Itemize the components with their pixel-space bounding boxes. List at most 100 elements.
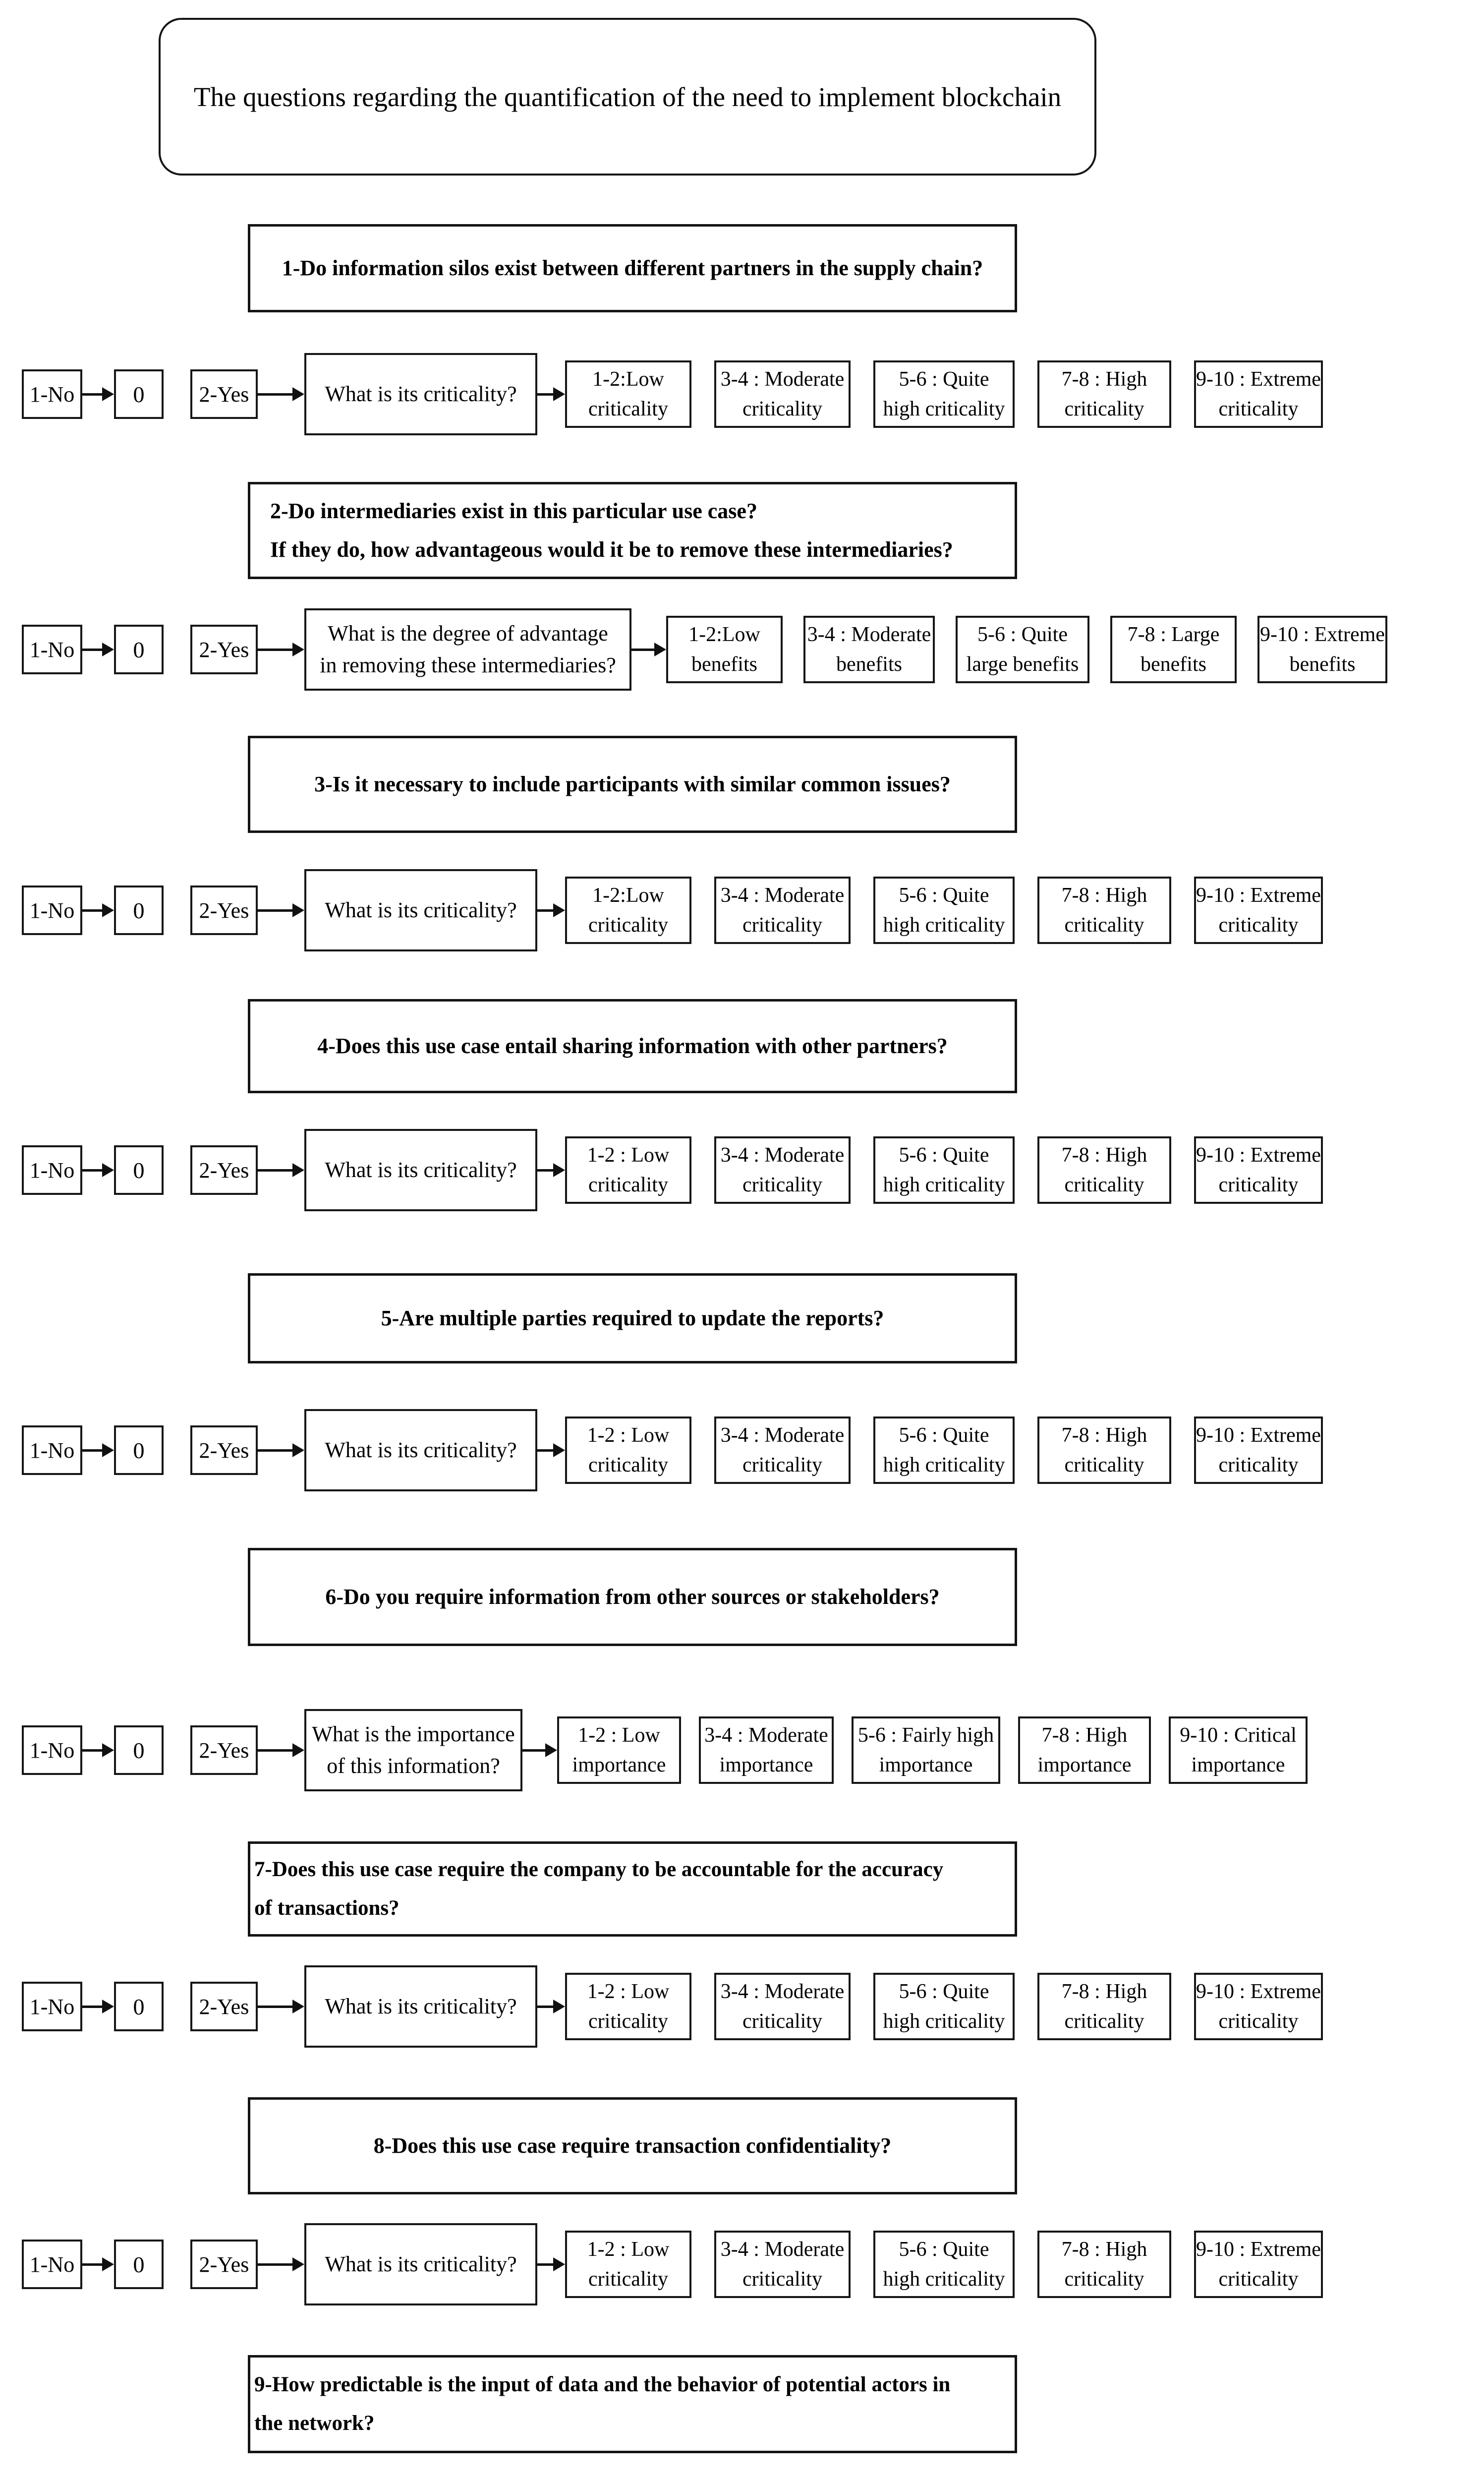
flow-row-4: 1-No 0 2-Yes What is its criticality? 1-… <box>22 1128 1323 1212</box>
rating-scale: 1-2:Low criticality 3-4 : Moderate criti… <box>565 877 1323 944</box>
flow-arrow-icon <box>258 1742 304 1758</box>
flow-arrow-icon <box>537 1162 565 1178</box>
rating-box: 7-8 : High criticality <box>1037 1973 1171 2040</box>
question-box-9: 9-How predictable is the input of data a… <box>248 2355 1017 2453</box>
rating-box: 9-10 : Extreme benefits <box>1257 616 1387 683</box>
rating-box: 9-10 : Extreme criticality <box>1194 360 1323 428</box>
rating-box: 5-6 : Quite high criticality <box>873 1417 1015 1484</box>
rating-box: 7-8 : High criticality <box>1037 1417 1171 1484</box>
rating-box: 9-10 : Extreme criticality <box>1194 2231 1323 2298</box>
rating-scale: 1-2:Low criticality 3-4 : Moderate criti… <box>565 360 1323 428</box>
rating-box: 9-10 : Extreme criticality <box>1194 1136 1323 1204</box>
rating-box: 5-6 : Quite large benefits <box>956 616 1089 683</box>
rating-scale: 1-2 : Low criticality 3-4 : Moderate cri… <box>565 1417 1323 1484</box>
rating-box: 5-6 : Quite high criticality <box>873 360 1015 428</box>
criticality-prompt-box: What is its criticality? <box>304 2223 537 2305</box>
flow-arrow-icon <box>82 1742 114 1758</box>
flow-row-1: 1-No 0 2-Yes What is its criticality? 1-… <box>22 352 1323 436</box>
no-option-box: 1-No <box>22 2240 82 2289</box>
criticality-prompt-box: What is its criticality? <box>304 1129 537 1211</box>
question-box-3: 3-Is it necessary to include participant… <box>248 736 1017 833</box>
rating-scale: 1-2 : Low criticality 3-4 : Moderate cri… <box>565 1136 1323 1204</box>
flow-arrow-icon <box>82 902 114 918</box>
flow-arrow-icon <box>82 1999 114 2014</box>
zero-value-box: 0 <box>114 1145 164 1195</box>
rating-box: 1-2 : Low criticality <box>565 1136 691 1204</box>
criticality-prompt-box: What is its criticality? <box>304 1965 537 2048</box>
rating-box: 7-8 : High criticality <box>1037 877 1171 944</box>
rating-box: 9-10 : Extreme criticality <box>1194 877 1323 944</box>
advantage-prompt-box: What is the degree of advantage in remov… <box>304 608 631 691</box>
rating-box: 7-8 : High criticality <box>1037 2231 1171 2298</box>
zero-value-box: 0 <box>114 369 164 419</box>
rating-box: 1-2:Low benefits <box>666 616 783 683</box>
rating-box: 1-2 : Low importance <box>557 1716 681 1784</box>
flow-arrow-icon <box>82 1442 114 1458</box>
importance-prompt-box: What is the importance of this informati… <box>304 1709 522 1791</box>
rating-box: 3-4 : Moderate criticality <box>714 1973 851 2040</box>
yes-option-box: 2-Yes <box>190 1145 258 1195</box>
question-box-7: 7-Does this use case require the company… <box>248 1841 1017 1937</box>
flow-row-8: 1-No 0 2-Yes What is its criticality? 1-… <box>22 2222 1323 2306</box>
no-option-box: 1-No <box>22 369 82 419</box>
rating-box: 1-2 : Low criticality <box>565 1973 691 2040</box>
no-option-box: 1-No <box>22 625 82 674</box>
flow-arrow-icon <box>82 2256 114 2272</box>
rating-box: 3-4 : Moderate criticality <box>714 2231 851 2298</box>
yes-option-box: 2-Yes <box>190 625 258 674</box>
criticality-prompt-box: What is its criticality? <box>304 353 537 435</box>
zero-value-box: 0 <box>114 1982 164 2031</box>
rating-box: 9-10 : Critical importance <box>1169 1716 1308 1784</box>
criticality-prompt-box: What is its criticality? <box>304 869 537 951</box>
rating-box: 5-6 : Quite high criticality <box>873 877 1015 944</box>
flow-arrow-icon <box>537 386 565 402</box>
flow-arrow-icon <box>258 1162 304 1178</box>
no-option-box: 1-No <box>22 1145 82 1195</box>
question-box-5: 5-Are multiple parties required to updat… <box>248 1273 1017 1363</box>
rating-box: 3-4 : Moderate criticality <box>714 877 851 944</box>
question-box-2: 2-Do intermediaries exist in this partic… <box>248 482 1017 579</box>
flow-arrow-icon <box>258 1999 304 2014</box>
rating-box: 9-10 : Extreme criticality <box>1194 1973 1323 2040</box>
yes-option-box: 2-Yes <box>190 369 258 419</box>
flow-arrow-icon <box>258 1442 304 1458</box>
rating-scale: 1-2 : Low importance 3-4 : Moderate impo… <box>557 1716 1308 1784</box>
no-option-box: 1-No <box>22 1982 82 2031</box>
diagram-title: The questions regarding the quantificati… <box>193 81 1062 112</box>
no-option-box: 1-No <box>22 1725 82 1775</box>
flow-arrow-icon <box>82 386 114 402</box>
flow-arrow-icon <box>537 1442 565 1458</box>
diagram-title-box: The questions regarding the quantificati… <box>159 18 1096 176</box>
question-box-8: 8-Does this use case require transaction… <box>248 2097 1017 2194</box>
criticality-prompt-box: What is its criticality? <box>304 1409 537 1491</box>
flow-row-2: 1-No 0 2-Yes What is the degree of advan… <box>22 607 1387 692</box>
rating-box: 5-6 : Fairly high importance <box>852 1716 1000 1784</box>
no-option-box: 1-No <box>22 885 82 935</box>
rating-box: 9-10 : Extreme criticality <box>1194 1417 1323 1484</box>
rating-box: 7-8 : High criticality <box>1037 1136 1171 1204</box>
question-box-6: 6-Do you require information from other … <box>248 1548 1017 1646</box>
flow-arrow-icon <box>537 902 565 918</box>
rating-box: 5-6 : Quite high criticality <box>873 1136 1015 1204</box>
rating-box: 1-2 : Low criticality <box>565 1417 691 1484</box>
flow-arrow-icon <box>82 642 114 657</box>
zero-value-box: 0 <box>114 885 164 935</box>
question-box-1: 1-Do information silos exist between dif… <box>248 224 1017 312</box>
flow-arrow-icon <box>537 1999 565 2014</box>
zero-value-box: 0 <box>114 1425 164 1475</box>
rating-box: 1-2:Low criticality <box>565 877 691 944</box>
flow-arrow-icon <box>537 2256 565 2272</box>
flow-arrow-icon <box>631 642 666 657</box>
rating-box: 1-2:Low criticality <box>565 360 691 428</box>
yes-option-box: 2-Yes <box>190 2240 258 2289</box>
rating-box: 3-4 : Moderate criticality <box>714 1136 851 1204</box>
rating-box: 5-6 : Quite high criticality <box>873 2231 1015 2298</box>
yes-option-box: 2-Yes <box>190 1425 258 1475</box>
flow-row-3: 1-No 0 2-Yes What is its criticality? 1-… <box>22 868 1323 952</box>
rating-scale: 1-2 : Low criticality 3-4 : Moderate cri… <box>565 2231 1323 2298</box>
flow-arrow-icon <box>258 2256 304 2272</box>
flow-arrow-icon <box>258 642 304 657</box>
flow-row-6: 1-No 0 2-Yes What is the importance of t… <box>22 1708 1308 1792</box>
rating-scale: 1-2 : Low criticality 3-4 : Moderate cri… <box>565 1973 1323 2040</box>
